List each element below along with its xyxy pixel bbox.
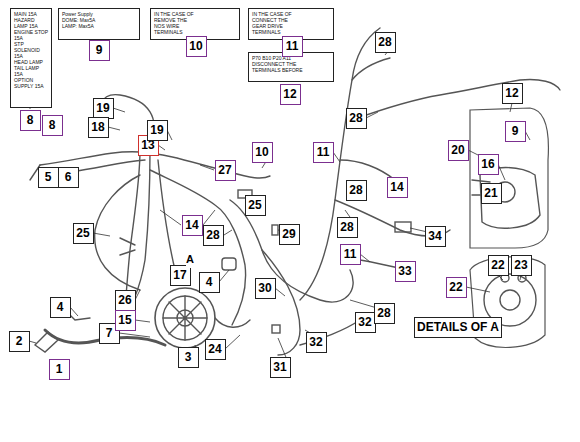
callout-number: 23 [511,255,532,276]
callout-number: 21 [481,183,502,204]
callout-number: 10 [252,142,273,163]
callout-number: 4 [50,297,71,318]
callout-number: 25 [73,223,94,244]
callout-number: 19 [147,120,168,141]
callout-number: 32 [306,332,327,353]
decal-text: Power Supply [62,11,136,17]
callout-number: 5 [38,167,59,188]
decal-text: MAIN 15A [14,11,48,17]
callout-number: 10 [186,36,207,57]
callout-number: 2 [9,331,30,352]
decal-text: NOS WIRE [154,23,236,29]
decal-text: HAZARD LAMP 15A [14,17,48,29]
decal-plate: P70 B10 P20 A11DISCONNECT THETERMINALS B… [248,52,334,82]
decal-text: TERMINALS BEFORE [252,67,330,73]
callout-number: 28 [346,108,367,129]
callout-number: 6 [58,167,79,188]
decal-text: GEAR DRIVE [252,23,330,29]
callout-number: 27 [215,160,236,181]
callout-number: DETAILS OF A [414,317,502,338]
callout-number: 18 [88,117,109,138]
callout-number: 11 [282,36,303,57]
callout-number: 32 [355,312,376,333]
callout-number: 9 [505,121,526,142]
callout-number: 24 [205,339,226,360]
callout-number: 29 [279,224,300,245]
callout-number: 16 [478,154,499,175]
decal-text: REMOVE THE [154,17,236,23]
decal-text: ENGINE STOP 15A [14,29,48,41]
decal-plate: Power SupplyDOME: Max5ALAMP: Max5A [58,8,140,40]
decal-text: DISCONNECT THE [252,61,330,67]
decal-text: DOME: Max5A [62,17,136,23]
callout-number: 26 [115,290,136,311]
callout-number: 14 [182,215,203,236]
callout-number: 9 [89,40,110,61]
callout-number: 34 [425,226,446,247]
decal-text: TERMINALS [154,29,236,35]
callout-number: 11 [340,244,361,265]
caption-text: A [186,250,194,268]
callout-number: 20 [448,140,469,161]
decal-text: LAMP: Max5A [62,23,136,29]
callout-number: 28 [374,303,395,324]
callout-number: 1 [49,359,70,380]
callout-number: 28 [337,217,358,238]
decal-text: HEAD LAMP TAIL LAMP 15A [14,59,48,77]
callout-number: 8 [20,110,41,131]
callout-number: 12 [502,83,523,104]
decal-text: IN THE CASE OF [154,11,236,17]
decal-text: IN THE CASE OF [252,11,330,17]
callout-number: 25 [245,195,266,216]
callout-number: 31 [270,357,291,378]
callout-number: 19 [93,98,114,119]
callout-number: 28 [346,180,367,201]
callout-number: 33 [395,261,416,282]
callout-number: 8 [42,115,63,136]
callout-number: 30 [255,278,276,299]
decal-text: OPTION SUPPLY 15A [14,77,48,89]
decal-text: TERMINALS [252,29,330,35]
callout-number: 22 [446,277,467,298]
callout-number: 11 [313,142,334,163]
decal-plate: MAIN 15AHAZARD LAMP 15AENGINE STOP 15AST… [10,8,52,108]
callout-number: 3 [178,347,199,368]
callout-number: 15 [115,310,136,331]
callout-number: 22 [488,255,509,276]
callout-number: 12 [280,84,301,105]
callout-number: 28 [203,225,224,246]
decal-text: STP SOLENOID 15A [14,41,48,59]
decal-text: CONNECT THE [252,17,330,23]
callout-number: 14 [387,177,408,198]
callout-number: 4 [199,272,220,293]
callout-number: 28 [375,32,396,53]
